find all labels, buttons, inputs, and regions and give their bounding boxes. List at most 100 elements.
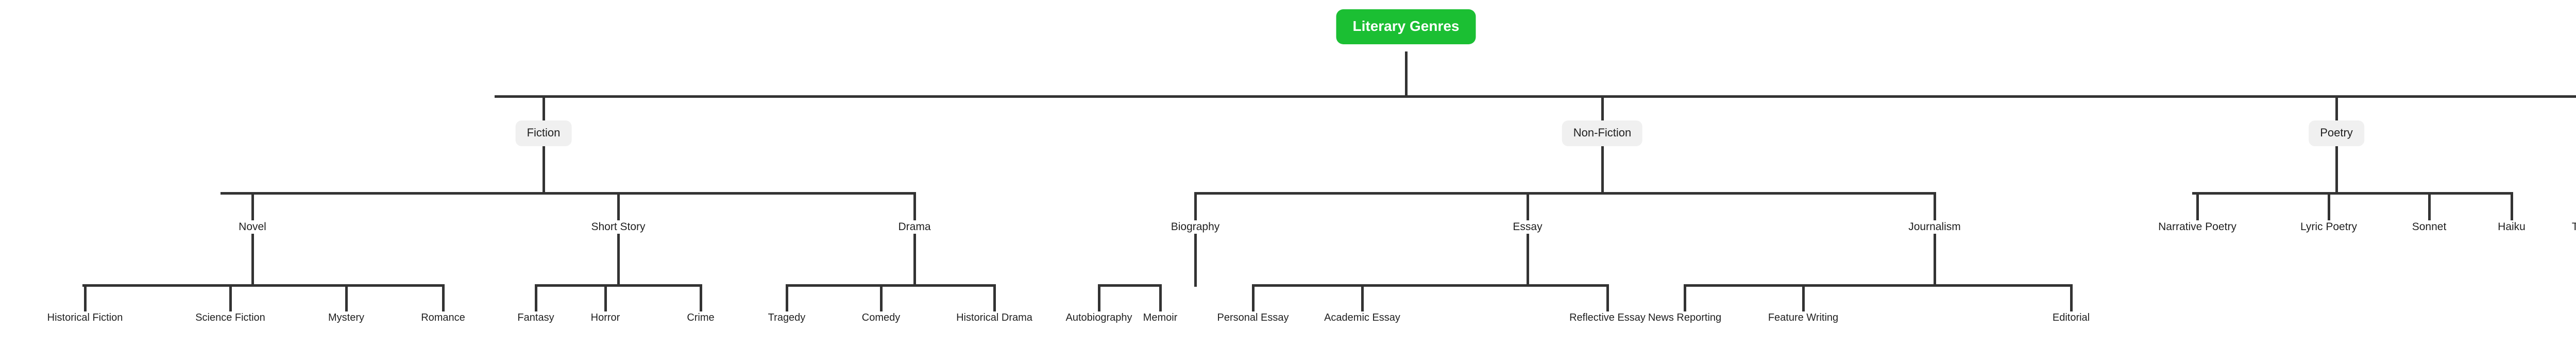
tree-node-l4-editorial[interactable]: Editorial	[2050, 311, 2092, 324]
edge-bus-root	[495, 95, 2576, 98]
tree-node-l4-fantasy[interactable]: Fantasy	[515, 311, 556, 324]
edge-stem-poetry	[2335, 145, 2338, 195]
tree-node-label: Memoir	[1143, 312, 1178, 323]
tree-node-l3-haiku[interactable]: Haiku	[2496, 220, 2528, 233]
edge-fiction-bus	[221, 192, 916, 195]
tree-node-label: Personal Essay	[1217, 312, 1289, 323]
tree-node-label: Academic Essay	[1324, 312, 1400, 323]
tree-node-label: Non-Fiction	[1573, 126, 1632, 139]
edge-drop-l4	[879, 284, 883, 311]
edge-drop-l4	[229, 284, 232, 311]
tree-node-l3-lyric-poetry[interactable]: Lyric Poetry	[2298, 220, 2359, 233]
edge-stem-l3	[1933, 234, 1936, 287]
edge-drop-l4	[1606, 284, 1609, 311]
edge-drop-l4	[785, 284, 788, 311]
edge-drop-l3	[2196, 192, 2199, 220]
edge-drop-l4	[442, 284, 445, 311]
tree-node-label: Journalism	[1908, 221, 1961, 233]
edge-drop-l4	[1251, 284, 1255, 311]
edge-drop-l3	[617, 192, 620, 220]
tree-node-l4-autobiography[interactable]: Autobiography	[1064, 311, 1134, 324]
edge-drop-l4	[1097, 284, 1100, 311]
edge-drop-l4	[993, 284, 996, 311]
edge-shortstory-bus	[536, 284, 701, 287]
edge-fictiondrama-bus	[787, 284, 994, 287]
edge-poetry-bus	[2192, 192, 2512, 195]
edge-drop-l4	[1159, 284, 1162, 311]
tree-node-label: Tragedy	[2571, 221, 2576, 233]
tree-node-l4-horror[interactable]: Horror	[589, 311, 622, 324]
tree-node-label: Feature Writing	[1768, 312, 1839, 323]
tree-node-l4-tragedy[interactable]: Tragedy	[766, 311, 808, 324]
tree-node-l3-sonnet[interactable]: Sonnet	[2410, 220, 2449, 233]
tree-node-l4-memoir[interactable]: Memoir	[1141, 311, 1180, 324]
edge-nonfiction-bus	[1195, 192, 1935, 195]
tree-node-label: Haiku	[2498, 221, 2526, 233]
edge-drop-l4	[1683, 284, 1686, 311]
tree-node-l3-short-story[interactable]: Short Story	[589, 220, 647, 233]
tree-node-label: Essay	[1513, 221, 1543, 233]
tree-node-label: Fiction	[527, 126, 561, 139]
tree-node-label: Novel	[239, 221, 266, 233]
edge-stem-l3	[913, 234, 916, 287]
tree-node-l2-poetry[interactable]: Poetry	[2309, 120, 2364, 146]
tree-node-l3-biography[interactable]: Biography	[1169, 220, 1222, 233]
edge-stem-fiction	[542, 145, 545, 195]
tree-node-label: Literary Genres	[1352, 18, 1460, 34]
edge-biography-bus	[1099, 284, 1160, 287]
tree-node-l3-essay[interactable]: Essay	[1511, 220, 1544, 233]
edge-drop-l4	[83, 284, 87, 311]
edge-drop-l3	[2510, 192, 2513, 220]
tree-node-label: Short Story	[591, 221, 646, 233]
edge-drop-l4	[2070, 284, 2073, 311]
tree-node-l2-non-fiction[interactable]: Non-Fiction	[1562, 120, 1643, 146]
tree-node-l4-science-fiction[interactable]: Science Fiction	[193, 311, 267, 324]
edge-drop-l4	[699, 284, 702, 311]
tree-node-label: Horror	[590, 312, 620, 323]
tree-node-label: Drama	[898, 221, 931, 233]
edge-journalism-bus	[1685, 284, 2071, 287]
tree-node-l4-historical-fiction[interactable]: Historical Fiction	[45, 311, 125, 324]
tree-node-l3-drama[interactable]: Drama	[896, 220, 933, 233]
tree-node-label: Romance	[421, 312, 465, 323]
edge-drop-l3	[1933, 192, 1936, 220]
tree-node-l4-historical-drama[interactable]: Historical Drama	[954, 311, 1035, 324]
tree-node-l4-romance[interactable]: Romance	[419, 311, 467, 324]
tree-node-label: Crime	[687, 312, 715, 323]
edge-stem-l3	[251, 234, 254, 287]
tree-node-label: Fantasy	[517, 312, 554, 323]
tree-node-l3-journalism[interactable]: Journalism	[1906, 220, 1963, 233]
edge-drop-l4	[534, 284, 537, 311]
tree-node-l4-crime[interactable]: Crime	[685, 311, 716, 324]
edge-drop-l3	[1194, 192, 1197, 220]
tree-node-label: Narrative Poetry	[2158, 221, 2236, 233]
tree-node-l4-reflective-essay[interactable]: Reflective Essay	[1567, 311, 1648, 324]
tree-node-l3-tragedy[interactable]: Tragedy	[2570, 220, 2576, 233]
tree-node-l3-novel[interactable]: Novel	[236, 220, 268, 233]
tree-node-l4-comedy[interactable]: Comedy	[860, 311, 902, 324]
edge-stem-l3	[1526, 234, 1529, 287]
edge-drop-l4	[345, 284, 348, 311]
tree-node-l3-narrative-poetry[interactable]: Narrative Poetry	[2156, 220, 2239, 233]
tree-node-root[interactable]: Literary Genres	[1336, 9, 1476, 44]
edge-drop-l3	[2327, 192, 2330, 220]
tree-node-l2-fiction[interactable]: Fiction	[515, 120, 572, 146]
edge-drop-l3	[251, 192, 254, 220]
tree-node-label: Biography	[1171, 221, 1220, 233]
tree-node-label: Sonnet	[2412, 221, 2447, 233]
tree-node-l4-personal-essay[interactable]: Personal Essay	[1215, 311, 1291, 324]
tree-node-l4-mystery[interactable]: Mystery	[326, 311, 366, 324]
tree-node-l4-news-reporting[interactable]: News Reporting	[1646, 311, 1723, 324]
tree-node-l4-feature-writing[interactable]: Feature Writing	[1766, 311, 1840, 324]
edge-stem-l3	[1194, 234, 1197, 287]
edge-drop-l4	[1361, 284, 1364, 311]
edge-novel-bus	[82, 284, 443, 287]
edge-drop-l3	[1526, 192, 1529, 220]
edge-drop-poetry	[2335, 95, 2338, 120]
tree-node-label: Science Fiction	[195, 312, 265, 323]
edge-drop-l3	[913, 192, 916, 220]
tree-node-label: Historical Drama	[956, 312, 1032, 323]
tree-node-l4-academic-essay[interactable]: Academic Essay	[1322, 311, 1402, 324]
edge-drop-l4	[1802, 284, 1805, 311]
